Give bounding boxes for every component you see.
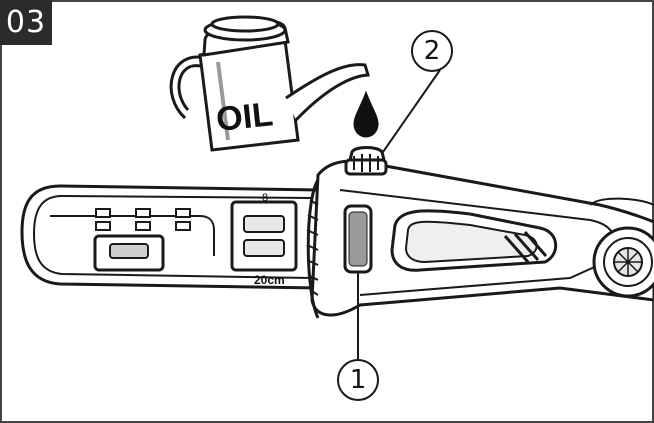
callout-2-leader xyxy=(382,69,441,153)
oil-can-label: OIL xyxy=(214,95,274,139)
saw-housing xyxy=(306,159,654,319)
callout-1: 1 xyxy=(337,359,379,401)
bar-size-text: 20cm xyxy=(254,273,285,287)
oil-tank-cap xyxy=(344,146,388,176)
guide-bar xyxy=(20,184,322,290)
oil-can xyxy=(169,15,370,152)
step-number-badge: 03 xyxy=(0,0,52,45)
callout-2: 2 xyxy=(411,30,453,72)
oil-level-window xyxy=(343,204,373,274)
oil-drop xyxy=(353,90,379,138)
bar-mark-text: 8 xyxy=(262,192,268,204)
